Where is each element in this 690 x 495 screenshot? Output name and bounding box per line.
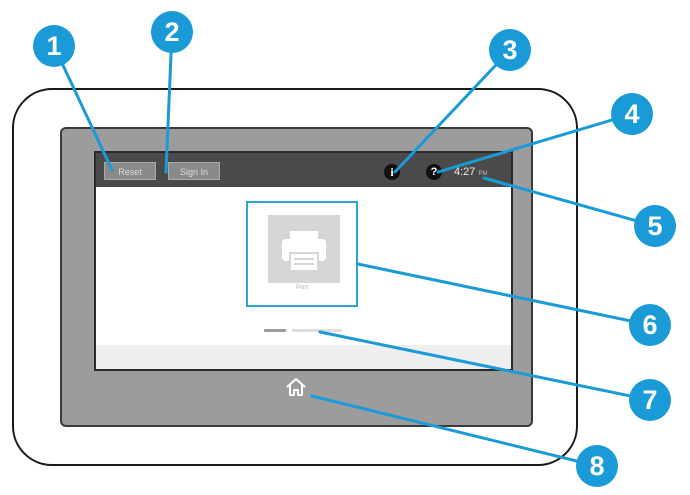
page-indicator [292,329,342,332]
clock-ampm: PM [478,171,488,177]
printer-icon [282,231,326,272]
callout-8: 8 [576,445,618,487]
sign-in-button[interactable]: Sign In [168,162,220,180]
callout-4: 4 [611,93,653,135]
clock-time: 4:27 [454,166,476,178]
current-time: 4:27 PM [454,164,487,182]
applications-area: Print [246,201,358,307]
home-icon [286,378,306,396]
callout-5: 5 [634,205,676,247]
print-app-tile[interactable] [268,215,340,283]
print-app-label: Print [295,285,309,291]
reset-button[interactable]: Reset [104,162,156,180]
help-icon[interactable]: ? [426,164,442,180]
callout-7: 7 [629,379,671,421]
home-button[interactable] [285,376,307,398]
touchscreen: Reset Sign In i ? 4:27 PM Print [94,151,513,371]
callout-2: 2 [151,11,193,53]
callout-1: 1 [33,25,75,67]
callout-6: 6 [629,304,671,346]
page-indicator-active [264,329,286,332]
screen-footer [96,345,511,369]
top-bar: Reset Sign In i ? 4:27 PM [96,153,511,187]
information-icon[interactable]: i [384,164,400,180]
callout-3: 3 [489,29,531,71]
